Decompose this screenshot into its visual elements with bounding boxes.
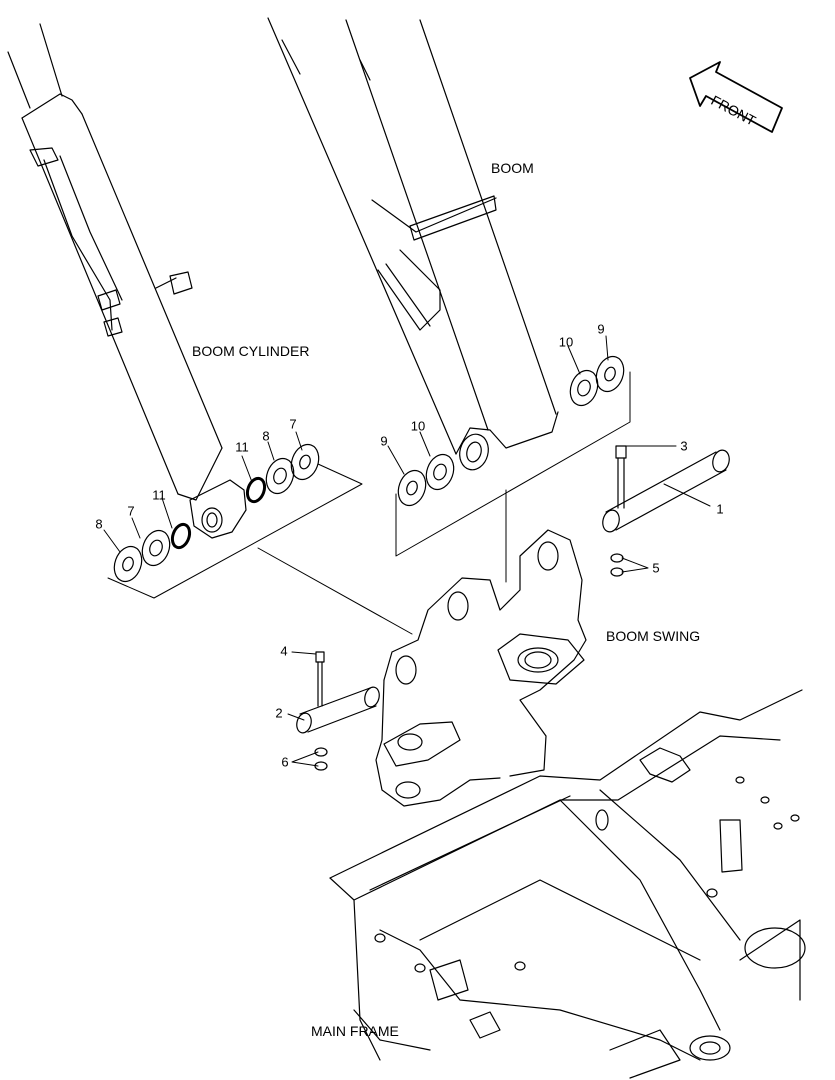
cylinder-parts-bracket [107,463,363,599]
callout-9-left: 9 [380,433,388,449]
callout-7-left: 7 [127,503,135,519]
callout-4: 4 [280,643,288,659]
callout-11-right: 11 [235,439,249,455]
callout-1: 1 [716,501,724,517]
boom-washers-left [397,453,455,507]
main-frame-drawing [329,689,806,1079]
callout-2: 2 [275,705,283,721]
boom-label: BOOM [491,160,534,176]
main-frame-label: MAIN FRAME [311,1023,399,1039]
callout-8-left: 8 [95,516,103,532]
callout-10-left: 10 [410,418,426,434]
cylinder-washers-right [245,443,320,504]
boom-drawing [267,17,559,471]
callout-10-right: 10 [558,334,574,350]
callout-9-right: 9 [597,321,605,337]
pin-1-assembly [602,445,730,577]
pin-2-assembly [296,651,380,771]
boom-swing-label: BOOM SWING [606,628,701,644]
boom-parts-bracket [395,371,631,557]
boom-washers-right [569,355,625,407]
front-arrow-icon [689,61,783,133]
callout-5: 5 [652,560,660,576]
boom-swing-drawing [375,529,587,807]
callout-6: 6 [281,754,289,770]
boom-cylinder-label: BOOM CYLINDER [192,343,310,359]
callout-3: 3 [680,438,688,454]
boom-cylinder-drawing [7,23,247,539]
leader-lines [257,489,507,635]
callout-8-right: 8 [262,428,270,444]
callout-leaders [103,335,711,767]
callout-11-left: 11 [152,487,166,503]
callout-7-right: 7 [289,416,297,432]
cylinder-washers-left [113,522,192,583]
